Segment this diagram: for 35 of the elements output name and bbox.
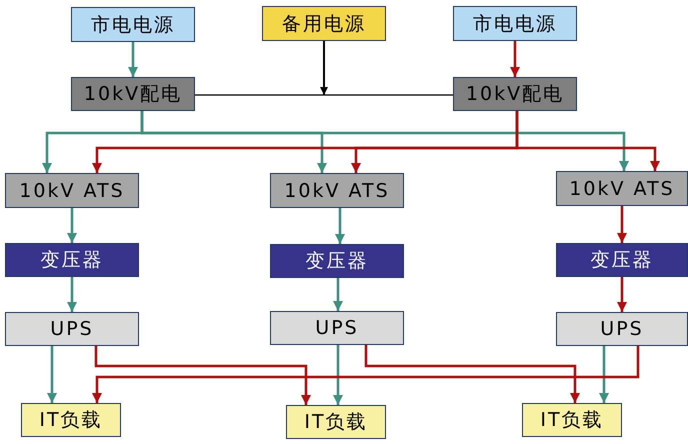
ups-box: UPS — [270, 311, 404, 345]
arrow — [510, 41, 520, 77]
transformer-box: 变压器 — [270, 244, 404, 278]
load-box: IT负载 — [21, 403, 121, 437]
power-source-box: 市电电源 — [71, 7, 195, 42]
power-source-box: 市电电源 — [453, 6, 577, 41]
ats-box: 10kV ATS — [270, 173, 404, 208]
arrow — [94, 346, 311, 405]
arrow — [140, 111, 629, 171]
ups-box: UPS — [5, 312, 139, 346]
ups-box: UPS — [556, 312, 688, 346]
arrow — [92, 346, 640, 403]
connector-line — [195, 94, 453, 96]
arrow — [617, 206, 627, 243]
arrow — [333, 345, 343, 405]
arrow — [516, 111, 660, 171]
arrow — [333, 278, 343, 311]
load-box: IT负载 — [522, 403, 622, 437]
arrow — [67, 208, 77, 243]
ats-box: 10kV ATS — [556, 171, 688, 206]
ats-box: 10kV ATS — [5, 173, 139, 208]
arrow — [320, 41, 328, 95]
distribution-box: 10kV配电 — [71, 77, 195, 111]
transformer-box: 变压器 — [556, 243, 688, 277]
distribution-box: 10kV配电 — [453, 77, 577, 111]
backup-source-box: 备用电源 — [262, 6, 386, 41]
arrow — [67, 277, 77, 312]
transformer-box: 变压器 — [5, 243, 139, 277]
arrow — [599, 346, 609, 403]
arrow — [364, 345, 580, 403]
arrow — [617, 277, 627, 312]
load-box: IT负载 — [286, 405, 386, 439]
arrow — [128, 42, 138, 77]
arrow — [335, 208, 345, 244]
arrow — [47, 346, 57, 403]
